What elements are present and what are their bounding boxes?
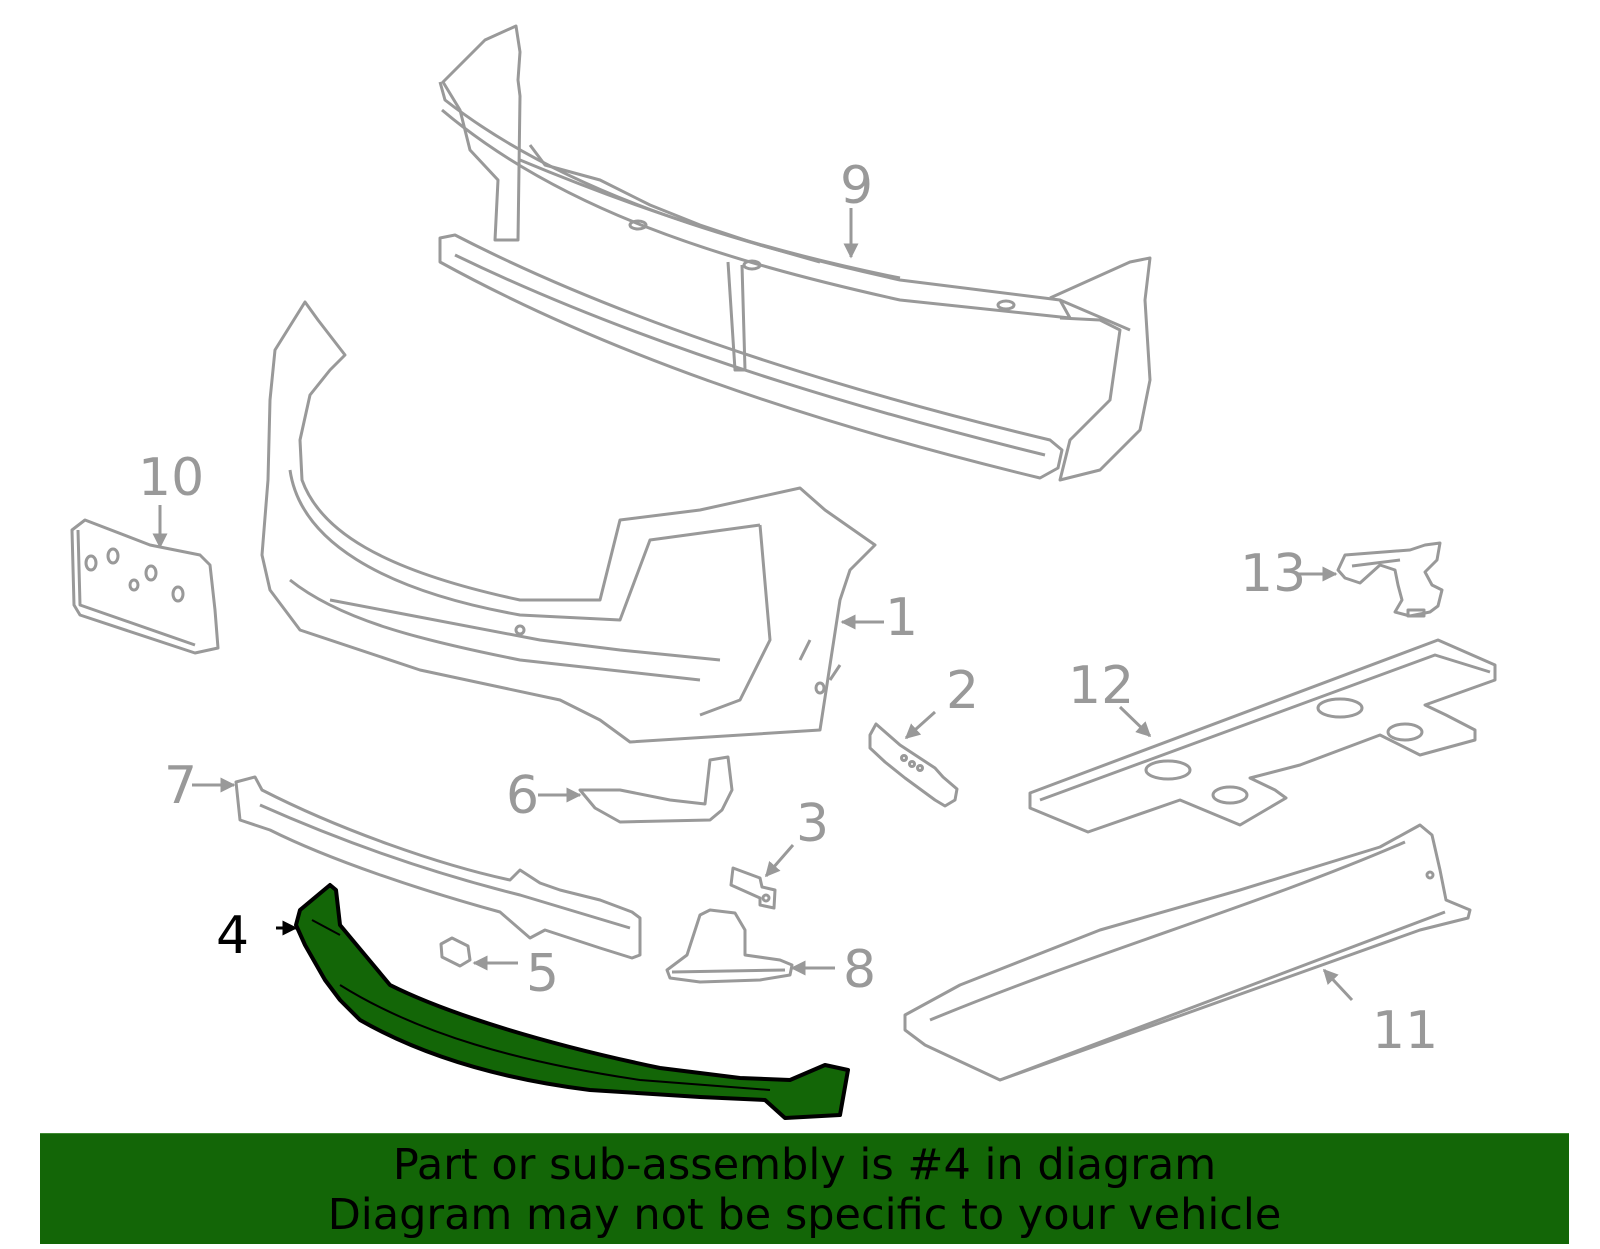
callout-2[interactable]: 2 <box>946 661 980 721</box>
callout-12-arrow <box>1118 705 1152 738</box>
callout-8[interactable]: 8 <box>843 940 877 1000</box>
info-banner: Part or sub-assembly is #4 in diagram Di… <box>40 1133 1569 1244</box>
part-13-bracket[interactable] <box>1336 541 1444 618</box>
part-9-front-frame[interactable] <box>438 24 1152 482</box>
callout-6[interactable]: 6 <box>506 766 540 826</box>
part-5-clip[interactable] <box>439 936 472 968</box>
callout-11[interactable]: 11 <box>1372 1001 1439 1061</box>
part-12-splash-shield[interactable] <box>1028 638 1497 834</box>
part-2-bracket[interactable] <box>868 722 959 808</box>
part-7-impact-bar[interactable] <box>234 775 642 960</box>
callout-7[interactable]: 7 <box>164 756 198 816</box>
callout-4[interactable]: 4 <box>216 906 250 966</box>
callout-3[interactable]: 3 <box>796 794 830 854</box>
part-4-lower-spoiler-highlighted[interactable] <box>294 883 850 1120</box>
callout-9[interactable]: 9 <box>840 156 874 216</box>
part-8-bracket[interactable] <box>665 908 794 984</box>
callout-12[interactable]: 12 <box>1068 656 1135 716</box>
part-11-lower-shield[interactable] <box>903 823 1472 1082</box>
callout-11-arrow <box>1322 968 1354 1002</box>
parts-diagram <box>70 24 1497 1120</box>
part-6-bracket[interactable] <box>578 755 734 824</box>
part-3-plate[interactable] <box>729 866 777 910</box>
part-10-license-bracket[interactable] <box>70 518 220 655</box>
callout-5[interactable]: 5 <box>526 944 560 1004</box>
callout-2-arrow <box>904 710 937 740</box>
callout-13[interactable]: 13 <box>1240 544 1307 604</box>
banner-disclaimer: Diagram may not be specific to your vehi… <box>327 1190 1282 1240</box>
callout-1[interactable]: 1 <box>885 588 919 648</box>
callout-3-arrow <box>764 844 795 878</box>
banner-part-notice: Part or sub-assembly is #4 in diagram <box>392 1140 1217 1190</box>
part-1-bumper-fascia[interactable] <box>260 300 877 744</box>
callout-10[interactable]: 10 <box>138 448 205 508</box>
